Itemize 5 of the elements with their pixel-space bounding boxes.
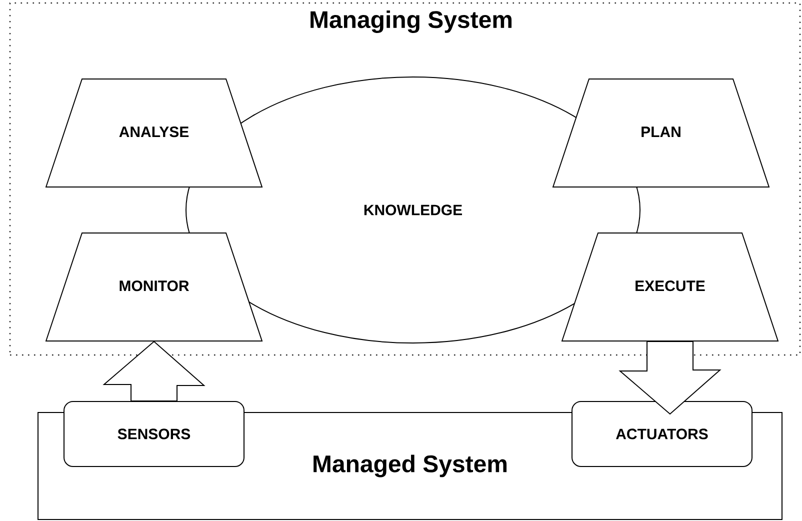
interface-box: SENSORS	[64, 401, 244, 467]
heading: Managing System	[310, 10, 512, 33]
interface-box: ACTUATORS	[572, 401, 752, 467]
block-arrow	[618, 341, 722, 415]
block-arrow	[102, 340, 206, 402]
